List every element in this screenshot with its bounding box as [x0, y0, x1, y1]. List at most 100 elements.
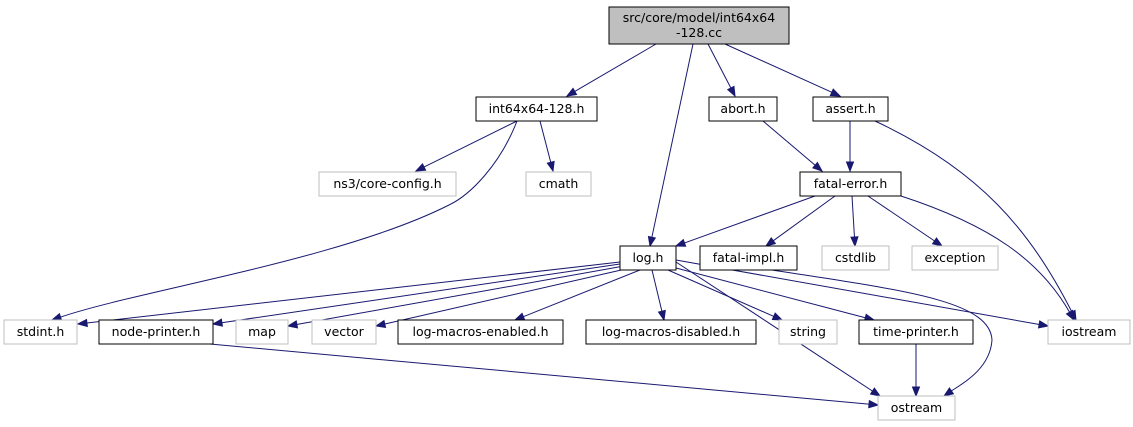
node-ostream: ostream [877, 395, 956, 421]
edge-log-h-to-string [667, 269, 784, 321]
node-int64x64-128-h[interactable]: int64x64-128.h [475, 96, 598, 122]
node-root[interactable]: src/core/model/int64x64-128.cc [608, 6, 790, 45]
node-box [858, 319, 974, 345]
edge-log-h-to-iostream [675, 259, 1050, 329]
arrowhead [771, 312, 784, 321]
edge-line [383, 267, 631, 325]
edge-line [573, 43, 657, 93]
edge-line [707, 43, 732, 90]
node-map: map [235, 319, 289, 345]
edge-line [220, 263, 621, 324]
node-label: src/core/model/int64x64 [623, 10, 775, 25]
node-label: abort.h [720, 101, 765, 116]
edge-line [651, 43, 694, 239]
node-cmath: cmath [525, 171, 592, 197]
edge-line [667, 269, 775, 318]
edge-log-h-to-log-macros-enabled-h [513, 269, 641, 321]
edge-line [762, 120, 817, 167]
node-box [708, 96, 778, 122]
node-ns3-core-config-h: ns3/core-config.h [318, 171, 457, 197]
edge-line [683, 195, 816, 244]
node-log-macros-disabled-h[interactable]: log-macros-disabled.h [585, 319, 757, 345]
arrowhead [829, 88, 842, 97]
edge-fatal-error-h-to-fatal-impl-h [764, 195, 836, 247]
node-log-macros-enabled-h[interactable]: log-macros-enabled.h [397, 319, 564, 345]
node-abort-h[interactable]: abort.h [708, 96, 778, 122]
node-label: map [248, 324, 276, 339]
arrowhead [50, 312, 63, 321]
edge-line [422, 120, 518, 168]
edge-line [772, 195, 836, 242]
node-node-printer-h[interactable]: node-printer.h [98, 319, 214, 345]
edge-line [867, 195, 936, 242]
node-label: iostream [1062, 324, 1117, 339]
arrowhead [850, 236, 859, 248]
edge-log-h-to-time-printer-h [675, 267, 876, 322]
node-time-printer-h[interactable]: time-printer.h [858, 319, 974, 345]
arrowhead [812, 161, 824, 172]
edge-line [59, 120, 518, 318]
node-label: string [790, 324, 826, 339]
node-label: log.h [633, 250, 664, 265]
edge-int64x64-128-h-to-ns3-core-config-h [414, 120, 518, 172]
node-label: cmath [539, 176, 579, 191]
arrowhead [565, 87, 578, 97]
node-box [525, 171, 592, 197]
node-box [475, 96, 598, 122]
edge-log-h-to-map [286, 265, 625, 329]
edge-fatal-impl-h-to-ostream [771, 269, 993, 397]
edge-log-h-to-node-printer-h [211, 263, 621, 327]
arrowhead [414, 162, 427, 172]
node-box [318, 171, 457, 197]
node-box [397, 319, 564, 345]
edge-assert-h-to-fatal-error-h [845, 121, 855, 173]
node-box [911, 245, 999, 271]
node-label: int64x64-128.h [489, 101, 585, 116]
node-box [235, 319, 289, 345]
edge-fatal-error-h-to-exception [867, 195, 944, 247]
arrowhead [868, 399, 880, 409]
node-box [619, 245, 677, 271]
arrowhead [211, 318, 224, 327]
arrowhead [869, 387, 882, 397]
node-label: exception [924, 250, 985, 265]
node-label: -128.cc [676, 25, 722, 40]
arrowhead [657, 309, 666, 322]
arrowhead [726, 85, 736, 98]
edge-root-to-int64x64-128-h [565, 43, 657, 97]
arrowhead [674, 238, 687, 247]
edge-log-h-to-stdint-h [76, 261, 621, 328]
edge-line [522, 269, 641, 318]
edge-line [675, 261, 874, 393]
node-assert-h[interactable]: assert.h [812, 96, 889, 122]
edge-line [771, 269, 993, 392]
node-log-h[interactable]: log.h [619, 245, 677, 271]
arrowhead [1065, 309, 1075, 322]
edge-root-to-log-h [647, 43, 694, 248]
edge-abort-h-to-fatal-error-h [762, 120, 824, 172]
node-box [799, 171, 902, 197]
node-box [311, 319, 377, 345]
node-box [1047, 319, 1131, 345]
edge-fatal-error-h-to-iostream [900, 195, 1075, 322]
node-label: stdint.h [17, 324, 65, 339]
node-label: time-printer.h [873, 324, 959, 339]
node-box [3, 319, 78, 345]
arrowhead [513, 312, 526, 321]
edge-line [675, 259, 1041, 326]
node-box [877, 395, 956, 421]
arrowhead [647, 235, 657, 248]
node-iostream: iostream [1047, 319, 1131, 345]
node-box [778, 319, 838, 345]
edge-log-h-to-ostream [675, 261, 882, 397]
node-box [608, 6, 790, 45]
edge-line [651, 269, 663, 313]
node-fatal-impl-h[interactable]: fatal-impl.h [699, 245, 798, 271]
node-label: vector [324, 324, 365, 339]
edge-line [209, 343, 871, 405]
node-cstdlib: cstdlib [821, 245, 890, 271]
node-vector: vector [311, 319, 377, 345]
node-label: assert.h [825, 101, 875, 116]
node-fatal-error-h[interactable]: fatal-error.h [799, 171, 902, 197]
